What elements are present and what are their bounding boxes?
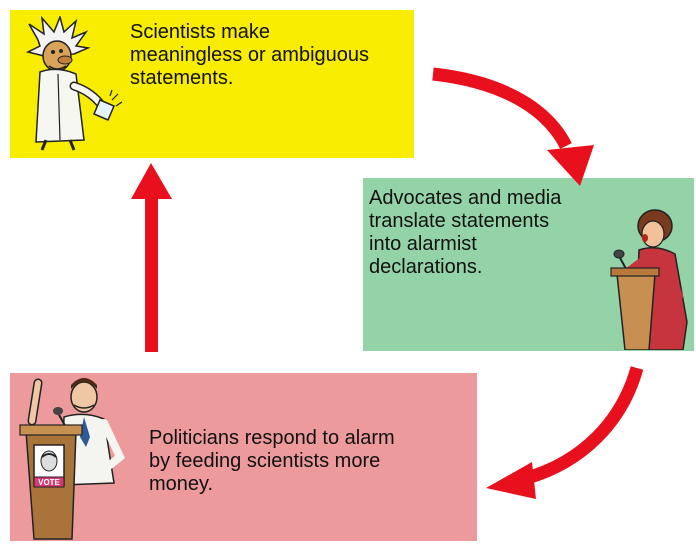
speaker-at-podium-figure bbox=[610, 209, 688, 350]
politicians-box: VOTE Politicians respond to alarm by fee… bbox=[10, 373, 477, 541]
arrow-curve-right bbox=[432, 67, 594, 186]
scientists-box: Scientists make meaningless or ambiguous… bbox=[10, 10, 414, 158]
arrow-curve-left bbox=[486, 366, 644, 499]
advocates-box: Advocates and media translate statements… bbox=[363, 178, 694, 351]
politician-at-podium-figure: VOTE bbox=[19, 378, 125, 540]
politicians-text: Politicians respond to alarm by feeding … bbox=[149, 427, 395, 495]
scientists-text: Scientists make meaningless or ambiguous… bbox=[130, 21, 370, 89]
scientist-figure bbox=[25, 16, 123, 151]
advocates-text: Advocates and media translate statements… bbox=[369, 187, 562, 278]
arrow-up bbox=[131, 163, 172, 352]
vote-poster-text: VOTE bbox=[38, 478, 60, 487]
